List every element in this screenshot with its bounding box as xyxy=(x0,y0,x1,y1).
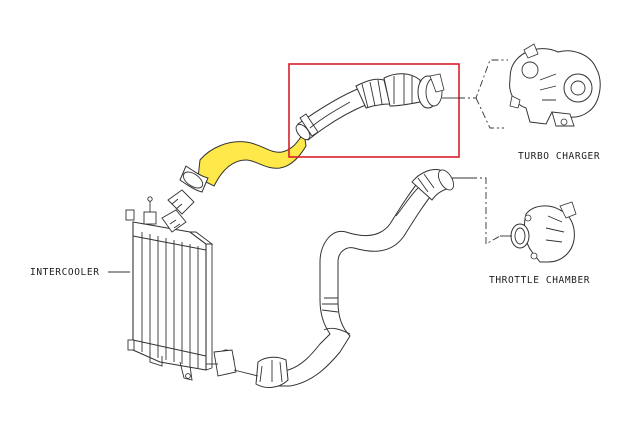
label-turbo-charger: TURBO CHARGER xyxy=(518,151,600,162)
highlighted-hose xyxy=(167,130,307,215)
turbo-charger xyxy=(509,43,601,127)
upper-pipe xyxy=(295,73,458,141)
lower-pipe xyxy=(206,169,470,388)
label-intercooler: INTERCOOLER xyxy=(30,267,100,278)
label-throttle-chamber: THROTTLE CHAMBER xyxy=(489,275,590,286)
highlight-box xyxy=(288,63,460,158)
intercooler xyxy=(125,196,214,381)
throttle-chamber xyxy=(500,201,577,263)
reference-lines xyxy=(458,59,508,245)
